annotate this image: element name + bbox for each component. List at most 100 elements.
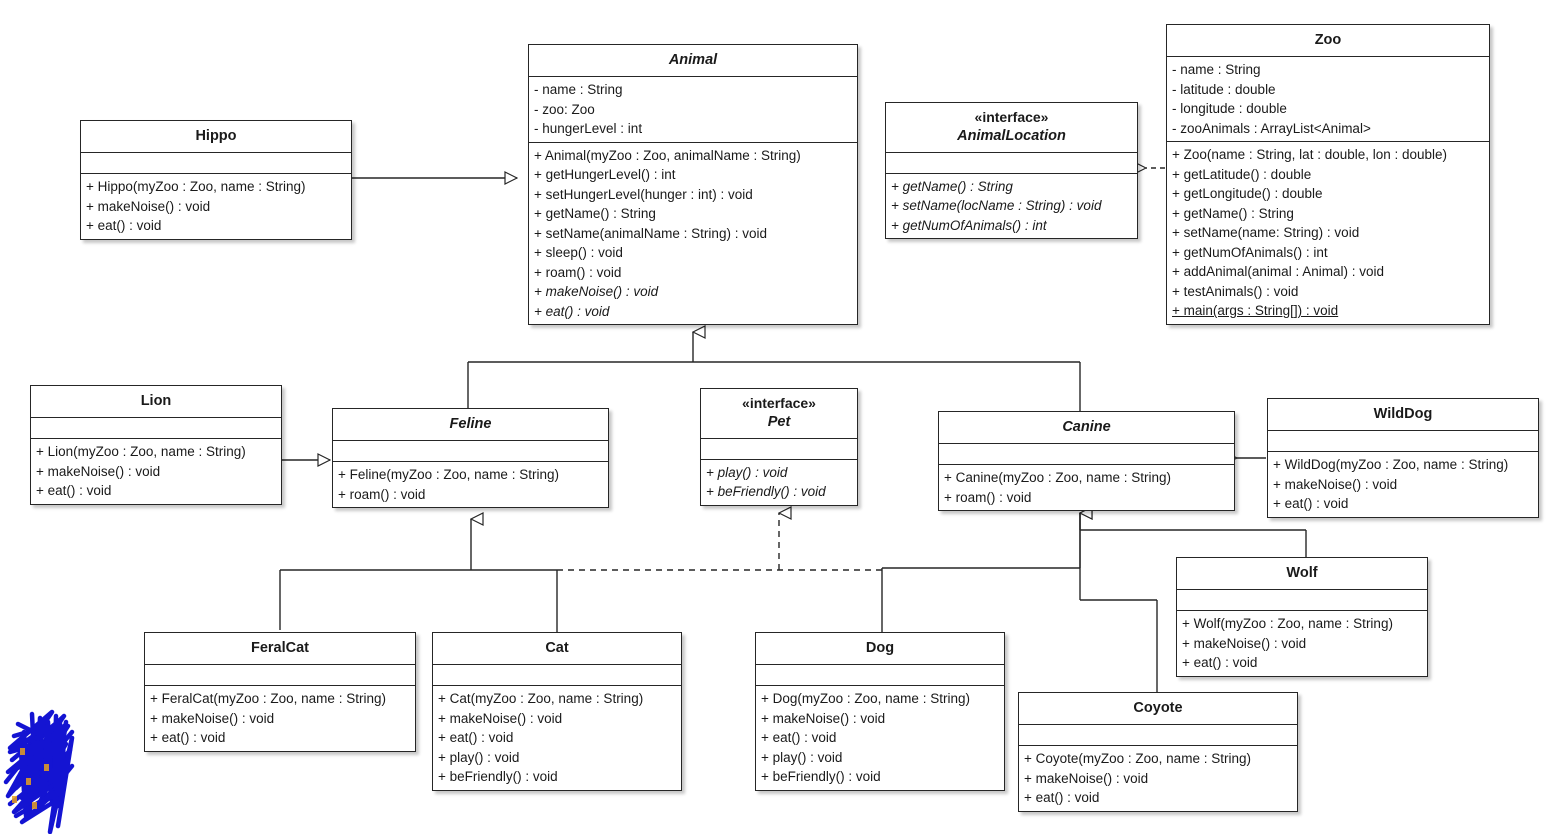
operation-row: + makeNoise() : void — [1024, 770, 1149, 786]
stereotype-label: «interface» — [974, 109, 1049, 125]
operations-compartment-feralcat: + FeralCat(myZoo : Zoo, name : String) +… — [145, 685, 415, 751]
class-name-feralcat: FeralCat — [250, 640, 310, 656]
class-header-zoo: Zoo — [1167, 25, 1489, 56]
stereotype-label: «interface» — [742, 395, 816, 411]
operation-row: + eat() : void — [534, 303, 610, 319]
operation-row: + addAnimal(animal : Animal) : void — [1172, 264, 1384, 280]
class-header-feralcat: FeralCat — [145, 633, 415, 664]
attribute-row: - hungerLevel : int — [534, 121, 643, 137]
operations-compartment-cat: + Cat(myZoo : Zoo, name : String) + make… — [433, 685, 681, 790]
operation-row: + Canine(myZoo : Zoo, name : String) — [944, 470, 1171, 486]
class-box-animal[interactable]: Animal - name : String - zoo: Zoo - hung… — [528, 44, 858, 326]
operation-row: + getNumOfAnimals() : int — [891, 217, 1047, 233]
operation-row: + eat() : void — [36, 483, 112, 499]
operations-compartment-wilddog: + WildDog(myZoo : Zoo, name : String) + … — [1268, 451, 1538, 517]
operation-row: + beFriendly() : void — [761, 769, 881, 785]
attributes-compartment-feralcat — [145, 664, 415, 685]
class-name-wilddog: WildDog — [1373, 406, 1433, 422]
operation-row: + Zoo(name : String, lat : double, lon :… — [1172, 147, 1448, 163]
operation-row: + eat() : void — [761, 730, 837, 746]
operation-row: + roam() : void — [338, 486, 426, 502]
operation-row: + Lion(myZoo : Zoo, name : String) — [36, 444, 246, 460]
operation-row: + getNumOfAnimals() : int — [1172, 244, 1328, 260]
class-box-pet[interactable]: «interface» Pet + play() : void + beFrie… — [700, 388, 858, 506]
class-box-feline[interactable]: Feline + Feline(myZoo : Zoo, name : Stri… — [332, 408, 609, 509]
class-name-cat: Cat — [545, 640, 569, 656]
attributes-compartment-canine — [939, 443, 1234, 464]
operation-row: + setName(locName : String) : void — [891, 198, 1102, 214]
operation-row: + Wolf(myZoo : Zoo, name : String) — [1182, 616, 1393, 632]
operations-compartment-zoo: + Zoo(name : String, lat : double, lon :… — [1167, 141, 1489, 324]
class-header-animal: Animal — [529, 45, 857, 76]
operation-row: + Feline(myZoo : Zoo, name : String) — [338, 467, 559, 483]
attribute-row: - name : String — [534, 82, 623, 98]
operation-row: + makeNoise() : void — [534, 284, 659, 300]
class-box-wilddog[interactable]: WildDog + WildDog(myZoo : Zoo, name : St… — [1267, 398, 1539, 518]
edge-feline-subclasses-bus — [279, 519, 558, 632]
class-name-zoo: Zoo — [1314, 32, 1342, 48]
class-header-wilddog: WildDog — [1268, 399, 1538, 430]
operation-row: + FeralCat(myZoo : Zoo, name : String) — [150, 691, 386, 707]
operation-row: + setName(name: String) : void — [1172, 225, 1360, 241]
operation-row: + eat() : void — [86, 218, 162, 234]
operation-row: + Coyote(myZoo : Zoo, name : String) — [1024, 751, 1251, 767]
class-header-cat: Cat — [433, 633, 681, 664]
attributes-compartment-pet — [701, 437, 857, 459]
operations-compartment-canine: + Canine(myZoo : Zoo, name : String) + r… — [939, 464, 1234, 510]
class-name-coyote: Coyote — [1133, 700, 1183, 716]
operation-row: + getLongitude() : double — [1172, 186, 1323, 202]
operations-compartment-lion: + Lion(myZoo : Zoo, name : String) + mak… — [31, 438, 281, 504]
operation-row: + play() : void — [761, 749, 843, 765]
operations-compartment-feline: + Feline(myZoo : Zoo, name : String) + r… — [333, 461, 608, 507]
blue-scribble-annotation — [3, 709, 75, 834]
edge-pet-realizations-bus — [557, 513, 882, 571]
class-header-lion: Lion — [31, 386, 281, 417]
attribute-row: - zooAnimals : ArrayList<Animal> — [1172, 120, 1371, 136]
operation-row: + beFriendly() : void — [438, 769, 558, 785]
class-header-coyote: Coyote — [1019, 693, 1297, 724]
class-box-lion[interactable]: Lion + Lion(myZoo : Zoo, name : String) … — [30, 385, 282, 505]
operation-row: + roam() : void — [944, 489, 1032, 505]
operation-row: + beFriendly() : void — [706, 484, 826, 500]
operation-row: + Animal(myZoo : Zoo, animalName : Strin… — [534, 147, 801, 163]
operation-row: + play() : void — [438, 749, 520, 765]
class-box-zoo[interactable]: Zoo - name : String - latitude : double … — [1166, 24, 1490, 325]
operation-row: + makeNoise() : void — [1182, 635, 1307, 651]
attributes-compartment-feline — [333, 440, 608, 461]
class-name-feline: Feline — [449, 416, 492, 432]
attributes-compartment-dog — [756, 664, 1004, 685]
operation-row: + setHungerLevel(hunger : int) : void — [534, 186, 753, 202]
class-name-animal: Animal — [668, 52, 718, 68]
operation-row: + eat() : void — [1273, 496, 1349, 512]
attributes-compartment-zoo: - name : String - latitude : double - lo… — [1167, 56, 1489, 141]
operations-compartment-animal: + Animal(myZoo : Zoo, animalName : Strin… — [529, 141, 857, 325]
attributes-compartment-coyote — [1019, 724, 1297, 745]
class-name-canine: Canine — [1062, 419, 1111, 435]
class-box-coyote[interactable]: Coyote + Coyote(myZoo : Zoo, name : Stri… — [1018, 692, 1298, 812]
operations-compartment-pet: + play() : void + beFriendly() : void — [701, 458, 857, 505]
edge-canine-to-wolf — [1080, 513, 1307, 557]
class-name-animallocation: AnimalLocation — [957, 127, 1066, 144]
operation-row: + eat() : void — [438, 730, 514, 746]
class-box-canine[interactable]: Canine + Canine(myZoo : Zoo, name : Stri… — [938, 411, 1235, 512]
operations-compartment-dog: + Dog(myZoo : Zoo, name : String) + make… — [756, 685, 1004, 790]
class-name-dog: Dog — [865, 640, 895, 656]
attribute-row: - name : String — [1172, 62, 1261, 78]
attribute-row: - latitude : double — [1172, 81, 1276, 97]
class-box-dog[interactable]: Dog + Dog(myZoo : Zoo, name : String) + … — [755, 632, 1005, 791]
attributes-compartment-animallocation — [886, 151, 1137, 173]
class-box-wolf[interactable]: Wolf + Wolf(myZoo : Zoo, name : String) … — [1176, 557, 1428, 677]
class-box-animallocation[interactable]: «interface» AnimalLocation + getName() :… — [885, 102, 1138, 240]
class-box-cat[interactable]: Cat + Cat(myZoo : Zoo, name : String) + … — [432, 632, 682, 791]
class-box-feralcat[interactable]: FeralCat + FeralCat(myZoo : Zoo, name : … — [144, 632, 416, 752]
operation-row: + testAnimals() : void — [1172, 283, 1299, 299]
class-name-pet: Pet — [767, 413, 791, 430]
operations-compartment-animallocation: + getName() : String + setName(locName :… — [886, 172, 1137, 239]
operation-row-static: + main(args : String[]) : void — [1172, 303, 1339, 319]
operation-row: + makeNoise() : void — [761, 710, 886, 726]
operation-row: + Cat(myZoo : Zoo, name : String) — [438, 691, 644, 707]
operation-row: + getName() : String — [1172, 205, 1294, 221]
class-box-hippo[interactable]: Hippo + Hippo(myZoo : Zoo, name : String… — [80, 120, 352, 240]
class-header-hippo: Hippo — [81, 121, 351, 152]
